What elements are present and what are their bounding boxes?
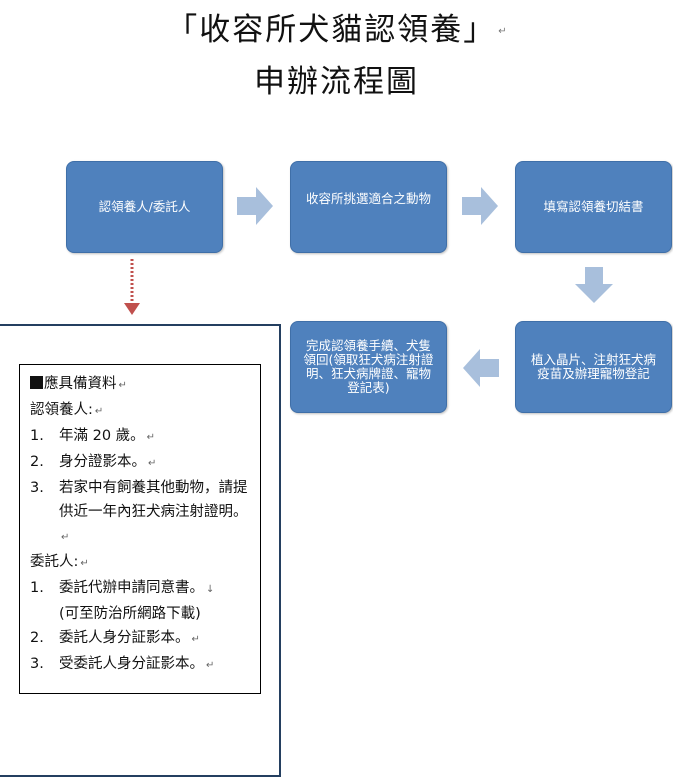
list-item: 2.身分證影本。↵ xyxy=(30,454,157,470)
list-item: 3.受委託人身分証影本。↵ xyxy=(30,656,215,672)
down-arrow-icon xyxy=(575,267,613,303)
list-item: 3.若家中有飼養其他動物，請提供近一年內狂犬病注射證明。↵ xyxy=(30,480,248,543)
list-item: 2.委託人身分証影本。↵ xyxy=(30,630,200,646)
requirements-heading: 應具備資料↵ xyxy=(30,372,254,398)
flow-step-chip-vaccine: 植入晶片、注射狂犬病疫苗及辦理寵物登記 xyxy=(515,321,672,413)
requirements-list: 應具備資料↵ 認領養人:↵ 1.年滿 20 歲。↵ 2.身分證影本。↵ 3.若家… xyxy=(19,364,261,694)
black-square-icon xyxy=(30,376,43,389)
delegator-label: 委託人:↵ xyxy=(30,554,89,570)
flow-step-complete: 完成認領養手續、犬隻領回(領取狂犬病注射證明、狂犬病牌證、寵物登記表) xyxy=(290,321,447,413)
list-item: 1.委託代辦申請同意書。↓(可至防治所網路下載) xyxy=(30,580,215,622)
adopter-label: 認領養人:↵ xyxy=(30,402,104,418)
right-arrow-2-icon xyxy=(462,187,498,225)
flow-step-adopter: 認領養人/委託人 xyxy=(66,161,223,253)
flow-step-select-animal: 收容所挑選適合之動物 xyxy=(290,161,447,253)
title-line-1: 「收容所犬貓認領養」↵ xyxy=(166,12,507,48)
right-arrow-1-icon xyxy=(237,187,273,225)
flow-step-fill-affidavit: 填寫認領養切結書 xyxy=(515,161,672,253)
title-line-2: 申辦流程圖 xyxy=(254,64,419,100)
paragraph-mark-icon: ↵ xyxy=(498,26,507,37)
left-arrow-icon xyxy=(463,349,499,387)
list-item: 1.年滿 20 歲。↵ xyxy=(30,428,156,444)
dashed-down-arrow-icon xyxy=(124,259,140,315)
